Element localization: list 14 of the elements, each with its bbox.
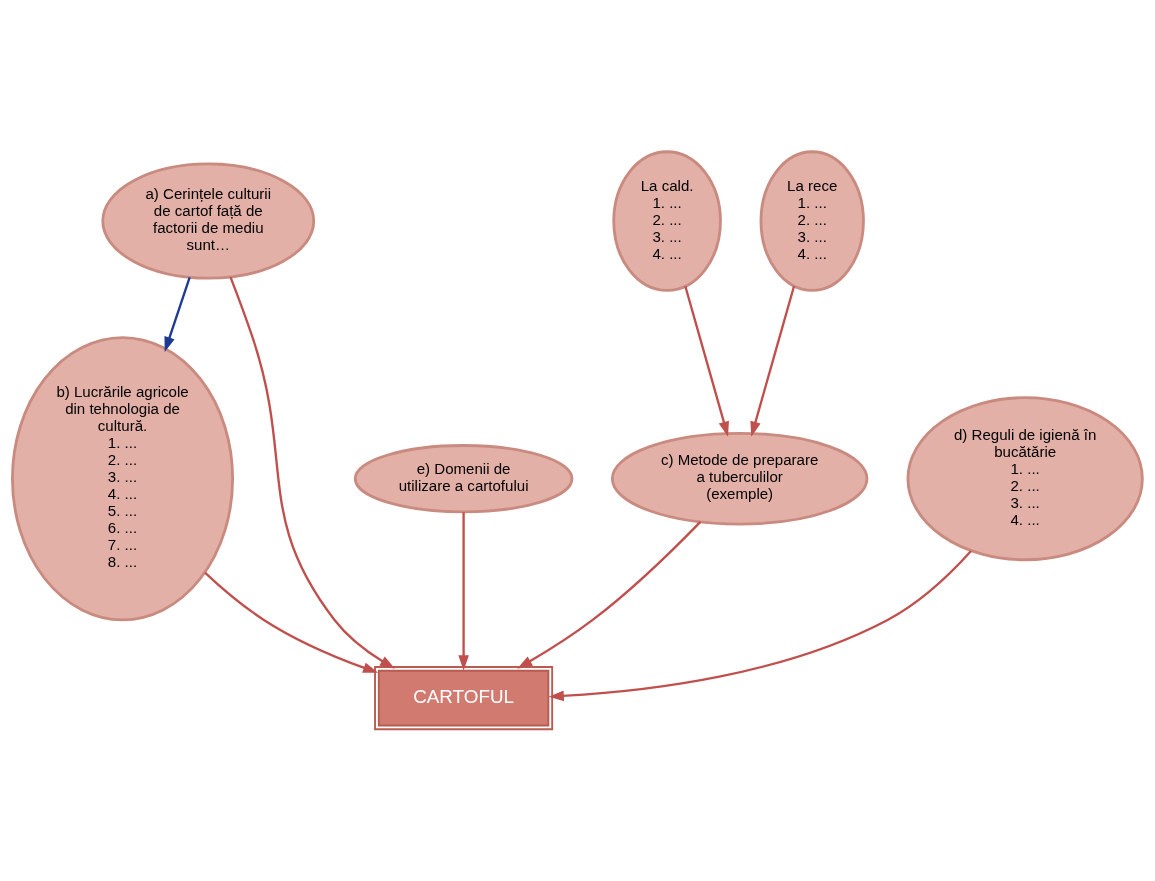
arrow bbox=[229, 276, 396, 669]
node-ellipse: d) Reguli de igienă în bucătărie 1. ... 2. ... 3. ... 4. ... bbox=[906, 396, 1144, 562]
node-ellipse: La rece 1. ... 2. ... 3. ... 4. ... bbox=[759, 150, 865, 292]
arrow bbox=[750, 285, 796, 437]
arrow bbox=[548, 550, 972, 702]
arrow bbox=[458, 512, 469, 671]
arrow bbox=[164, 277, 191, 353]
arrow bbox=[517, 521, 702, 669]
arrow bbox=[684, 285, 729, 437]
node-ellipse: La cald. 1. ... 2. ... 3. ... 4. ... bbox=[612, 150, 722, 292]
arrow bbox=[204, 571, 379, 673]
node-ellipse: a) Cerințele culturii de cartof față de factorii de mediu sunt… bbox=[101, 162, 316, 280]
node-ellipse: e) Domenii de utilizare a cartofului bbox=[353, 444, 574, 514]
node-ellipse: c) Metode de preparare a tuberculilor (exemple) bbox=[610, 431, 869, 526]
